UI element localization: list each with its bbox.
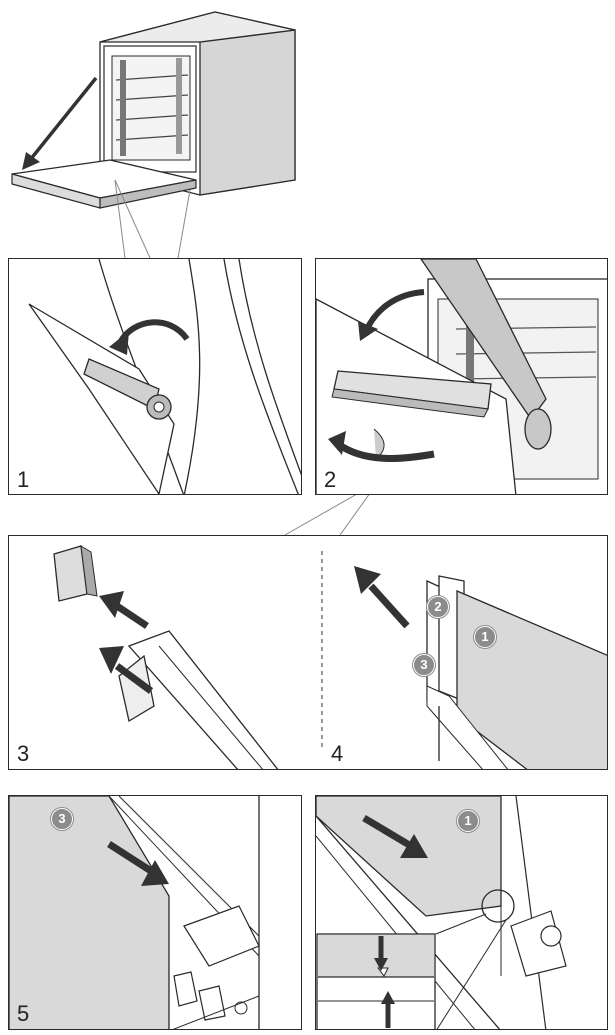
rotate-arrow-icon [109, 319, 190, 355]
push-arrow-icon [107, 841, 169, 886]
step-panel-6: 1 [315, 795, 608, 1030]
pane-badge: 3 [413, 654, 435, 676]
pane-badge: 1 [474, 626, 496, 648]
pane-badge: 2 [427, 596, 449, 618]
magnifier-circle-icon [316, 889, 515, 1029]
step-panel-2: 2 [315, 258, 608, 495]
step-number: 2 [324, 467, 337, 492]
oven-icon [11, 11, 296, 209]
pane-badge: 1 [457, 810, 479, 832]
step-number: 5 [17, 1001, 30, 1026]
step-panel-3-4: 2 1 3 3 4 [8, 535, 608, 770]
step-panel-1: 1 [8, 258, 302, 495]
step-number: 3 [17, 741, 30, 766]
push-arrow-icon [99, 566, 410, 694]
rotate-arrow-icon [328, 289, 435, 462]
door-cover-icon [316, 259, 607, 494]
step-number: 1 [17, 467, 30, 492]
step-number: 4 [331, 741, 344, 766]
hinge-lever-icon [28, 259, 301, 494]
pane-badge: 3 [51, 808, 73, 830]
step-panel-5: 3 5 [8, 795, 302, 1030]
push-arrow-icon [362, 814, 428, 1028]
